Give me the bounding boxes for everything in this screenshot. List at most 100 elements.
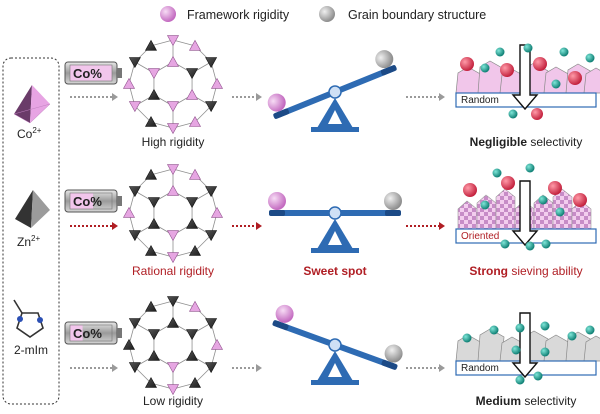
framework-zn-tetra bbox=[188, 244, 202, 256]
molecule-small bbox=[515, 323, 525, 333]
framework-zn-tetra bbox=[144, 376, 158, 388]
molecule-large bbox=[573, 193, 587, 207]
rigidity-label-low: Low rigidity bbox=[142, 394, 204, 408]
co-tetra-edge bbox=[13, 103, 51, 124]
arrow-to-seesaw-1 bbox=[232, 93, 262, 101]
molecule-large bbox=[500, 63, 514, 77]
battery-label-3: Co% bbox=[73, 326, 102, 341]
membrane-oriented-strong bbox=[455, 163, 597, 251]
battery-window bbox=[69, 324, 113, 342]
seesaw-beam-end-left bbox=[272, 320, 289, 331]
molecule-large bbox=[533, 57, 547, 71]
battery-tip bbox=[117, 328, 122, 338]
framework-zn-tetra bbox=[128, 318, 141, 330]
seesaw-base bbox=[311, 380, 359, 385]
seesaw-base bbox=[311, 127, 359, 132]
framework-co-tetra bbox=[166, 123, 180, 135]
battery-window bbox=[69, 64, 113, 82]
molecule-small bbox=[538, 195, 548, 205]
molecule-small bbox=[525, 163, 535, 173]
framework-zn-tetra bbox=[122, 338, 136, 350]
battery-tip bbox=[117, 196, 122, 206]
reagent-co-label: Co2+ bbox=[17, 126, 42, 141]
membrane-flow-arrow bbox=[511, 180, 539, 247]
membrane-random-medium bbox=[455, 312, 600, 385]
molecule-large bbox=[568, 71, 582, 85]
seesaw-beam-end-right bbox=[385, 210, 401, 216]
seesaw-ball-right bbox=[384, 344, 403, 363]
seesaw-ball-right bbox=[384, 192, 402, 210]
arrow-reagent-1 bbox=[70, 93, 118, 101]
framework-co-tetra bbox=[166, 55, 180, 67]
seesaw-beam-end-right bbox=[381, 359, 398, 370]
framework-zn-tetra bbox=[147, 349, 160, 361]
framework-link bbox=[194, 366, 212, 384]
framework-zn-tetra bbox=[166, 296, 180, 308]
seesaw-pivot bbox=[328, 338, 342, 352]
framework-link bbox=[134, 366, 152, 384]
mim-n1 bbox=[17, 316, 23, 322]
framework-zn-tetra bbox=[128, 362, 141, 374]
framework-zn-tetra bbox=[144, 39, 158, 51]
reagent-zn-label: Zn2+ bbox=[17, 234, 41, 249]
battery-fill bbox=[70, 193, 94, 209]
co-tetra-right bbox=[30, 85, 50, 123]
membrane-crystal-random bbox=[583, 67, 600, 94]
framework-zn-tetra bbox=[205, 230, 218, 242]
framework-co-tetra bbox=[166, 230, 180, 242]
seesaw-pivot bbox=[328, 206, 342, 220]
result-label-negligible: Negligible selectivity bbox=[469, 135, 583, 149]
membrane-label-random-2: Random bbox=[461, 363, 499, 374]
framework-zn-tetra bbox=[144, 244, 158, 256]
molecule-small bbox=[567, 331, 577, 341]
molecule-large bbox=[460, 57, 474, 71]
framework-zn-tetra bbox=[144, 168, 158, 180]
molecule-small bbox=[555, 207, 565, 217]
battery-label-2: Co% bbox=[73, 194, 102, 209]
membrane-crystal-oriented bbox=[495, 188, 516, 230]
framework-low bbox=[122, 296, 224, 396]
molecule-large bbox=[548, 181, 562, 195]
seesaw-high bbox=[267, 50, 397, 132]
molecule-small bbox=[541, 239, 551, 249]
membrane-crystal-oriented bbox=[476, 194, 497, 230]
seesaw-ball-left bbox=[275, 304, 294, 323]
battery-row-1 bbox=[64, 61, 122, 85]
arrow-to-membrane-3 bbox=[406, 364, 445, 372]
framework-co-tetra bbox=[122, 77, 136, 89]
arrow-head bbox=[256, 364, 262, 372]
framework-co-tetra bbox=[166, 184, 180, 196]
molecule-small bbox=[551, 79, 561, 89]
framework-link bbox=[172, 300, 196, 308]
result-label-strong: Strong sieving ability bbox=[469, 264, 583, 278]
molecule-large bbox=[501, 176, 515, 190]
seesaw-pivot bbox=[328, 85, 342, 99]
framework-co-tetra bbox=[186, 88, 199, 100]
framework-zn-tetra bbox=[144, 115, 158, 127]
result-label-medium: Medium selectivity bbox=[475, 394, 577, 408]
framework-link bbox=[150, 168, 174, 176]
framework-zn-tetra bbox=[188, 376, 202, 388]
battery-fill bbox=[70, 65, 112, 81]
seesaw-beam-group bbox=[267, 50, 397, 119]
molecule-small bbox=[495, 47, 505, 57]
framework-zn-tetra bbox=[186, 68, 199, 80]
framework-zn-tetra bbox=[144, 300, 158, 312]
seesaw-balanced bbox=[268, 192, 402, 253]
framework-co-tetra bbox=[128, 101, 141, 113]
framework-co-tetra bbox=[188, 39, 202, 51]
seesaw-ball-right bbox=[375, 50, 394, 69]
arrow-to-seesaw-3 bbox=[232, 364, 262, 372]
arrow-head bbox=[439, 93, 445, 101]
molecule-small bbox=[515, 375, 525, 385]
framework-link bbox=[150, 300, 174, 308]
arrow-head bbox=[112, 93, 118, 101]
arrow-head bbox=[256, 222, 262, 230]
reagent-box bbox=[2, 57, 60, 405]
framework-link bbox=[194, 105, 212, 123]
mim-methyl-bond bbox=[13, 299, 23, 314]
seesaw-ball-left bbox=[267, 93, 286, 112]
molecule-small bbox=[508, 109, 518, 119]
arrow-head bbox=[439, 364, 445, 372]
molecule-small bbox=[585, 325, 595, 335]
